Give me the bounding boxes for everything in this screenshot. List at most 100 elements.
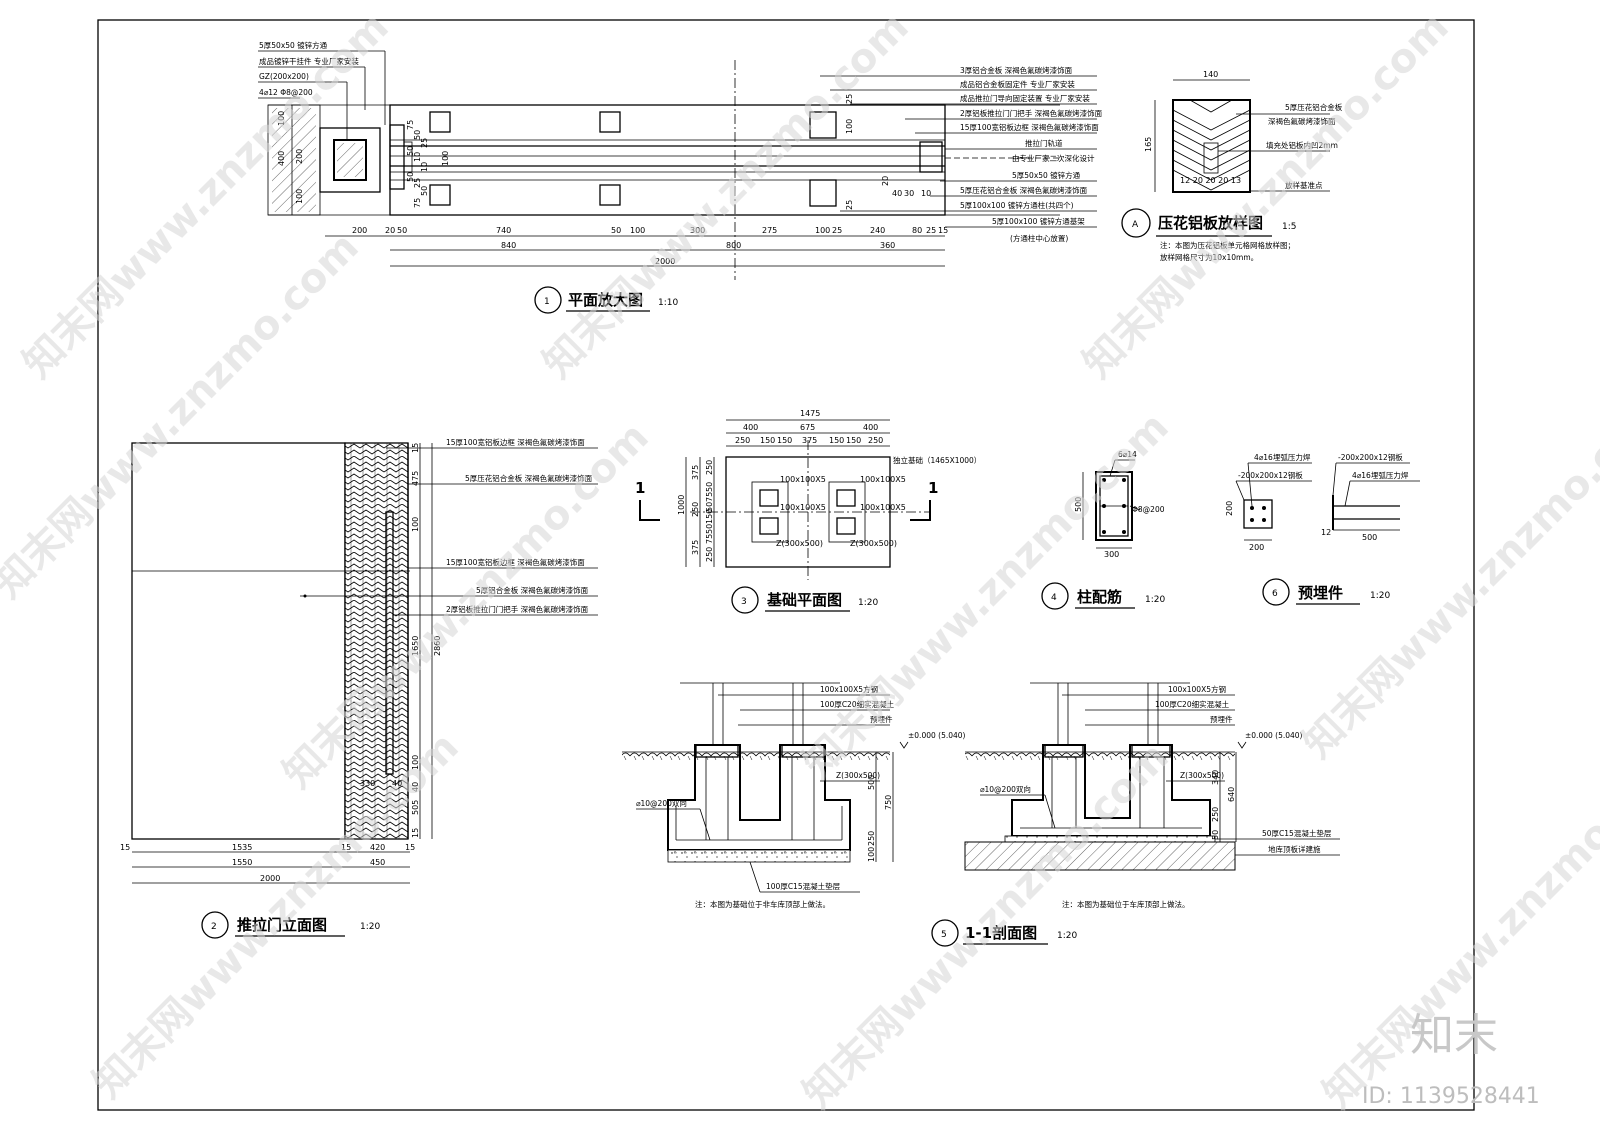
svg-text:注：本图为基础位于车库顶部上做法。: 注：本图为基础位于车库顶部上做法。 [1062, 899, 1190, 909]
section-right: 100x100X5方钢 100厚C20细实混凝土 预埋件 ±0.000 (5.0… [931, 682, 1340, 947]
svg-text:预埋件: 预埋件 [870, 714, 893, 724]
svg-text:250: 250 [867, 831, 876, 846]
svg-text:25: 25 [845, 94, 854, 104]
svg-text:1:20: 1:20 [1145, 595, 1165, 605]
svg-text:2000: 2000 [655, 257, 675, 266]
svg-text:15: 15 [938, 226, 948, 235]
svg-text:±0.000 (5.040): ±0.000 (5.040) [908, 731, 966, 740]
svg-text:知末网www.znzmo.com: 知末网www.znzmo.com [275, 414, 658, 797]
svg-text:放样网格尺寸为10x10mm。: 放样网格尺寸为10x10mm。 [1160, 252, 1258, 262]
svg-text:100: 100 [630, 226, 645, 235]
svg-text:预埋件: 预埋件 [1298, 584, 1343, 602]
plan-note: 15厚100宽铝板边框 深褐色氟碳烤漆饰面 [960, 122, 1099, 132]
svg-text:100: 100 [441, 151, 450, 166]
svg-text:100厚C15混凝土垫层: 100厚C15混凝土垫层 [766, 881, 841, 891]
svg-text:1:10: 1:10 [658, 298, 678, 308]
svg-text:475: 475 [411, 471, 420, 486]
svg-text:400: 400 [743, 423, 758, 432]
svg-text:柱配筋: 柱配筋 [1077, 588, 1122, 606]
svg-text:240: 240 [870, 226, 885, 235]
emboss-tile [1172, 99, 1251, 193]
steel-plate [1243, 499, 1273, 529]
svg-text:Z(300x500): Z(300x500) [836, 771, 880, 780]
svg-text:知末网www.znzmo.com: 知末网www.znzmo.com [0, 224, 368, 607]
svg-text:200: 200 [1225, 501, 1234, 516]
plan-note: 5厚100x100 镀锌方通柱(共四个) [960, 200, 1074, 210]
svg-text:1:20: 1:20 [858, 598, 878, 608]
footing-right [1011, 744, 1211, 837]
svg-text:深褐色氟碳烤漆饰面: 深褐色氟碳烤漆饰面 [1268, 116, 1336, 126]
svg-text:推拉门立面图: 推拉门立面图 [237, 916, 327, 934]
plan-note: 推拉门轨道 [1025, 138, 1063, 148]
svg-text:Φ8@200: Φ8@200 [1132, 505, 1165, 514]
svg-text:100x100X5: 100x100X5 [860, 475, 906, 484]
svg-text:140: 140 [1203, 70, 1218, 79]
svg-text:1:5: 1:5 [1282, 222, 1296, 232]
svg-text:50厚C15混凝土垫层: 50厚C15混凝土垫层 [1262, 828, 1332, 838]
svg-text:150: 150 [760, 436, 775, 445]
plan-note: 2厚铝板推拉门门把手 深褐色氟碳烤漆饰面 [960, 108, 1103, 118]
plan-note: 5厚100x100 镀锌方通基架 [992, 216, 1085, 226]
svg-text:知末网www.znzmo.com: 知末网www.znzmo.com [1075, 4, 1458, 387]
svg-text:3: 3 [741, 597, 747, 607]
svg-text:50: 50 [1211, 830, 1220, 840]
svg-text:5厚压花铝合金板 深褐色氟碳烤漆饰面: 5厚压花铝合金板 深褐色氟碳烤漆饰面 [465, 473, 593, 483]
svg-text:150: 150 [829, 436, 844, 445]
svg-text:165: 165 [1144, 137, 1153, 152]
svg-text:75: 75 [705, 492, 714, 502]
svg-text:500: 500 [1074, 497, 1083, 512]
svg-text:基础平面图: 基础平面图 [766, 591, 842, 609]
svg-text:A: A [1132, 220, 1139, 230]
svg-text:1:20: 1:20 [1370, 591, 1390, 601]
plan-note: GZ(200x200) [259, 72, 309, 81]
svg-text:330: 330 [360, 779, 375, 788]
svg-text:150: 150 [846, 436, 861, 445]
plan-dim: 400 [277, 151, 286, 166]
plan-note: (方通柱中心放置) [1010, 233, 1068, 243]
svg-text:独立基础（1465X1000）: 独立基础（1465X1000） [893, 455, 981, 465]
plan-dim: 100 [295, 189, 304, 204]
plan-dim-rows: 200 20 50 740 50 100 300 275 100 25 240 … [325, 226, 948, 267]
plan-note: 5厚50x50 镀锌方通 [1012, 170, 1081, 180]
svg-text:25: 25 [413, 178, 422, 188]
foundation-plan-view: 100x100X5 100x100X5 100x100X5 100x100X5 … [635, 409, 981, 614]
svg-text:800: 800 [726, 241, 741, 250]
svg-text:2860: 2860 [433, 636, 442, 656]
svg-text:25: 25 [845, 200, 854, 210]
svg-text:100厚C20细实混凝土: 100厚C20细实混凝土 [820, 699, 895, 709]
svg-text:50: 50 [406, 172, 415, 182]
svg-text:15厚100宽铝板边框 深褐色氟碳烤漆饰面: 15厚100宽铝板边框 深褐色氟碳烤漆饰面 [446, 557, 585, 567]
svg-text:375: 375 [802, 436, 817, 445]
door-handle [385, 511, 394, 775]
emboss-pattern-view: 140 165 12 20 20 20 13 5厚压花铝合金板 深褐色氟碳烤漆饰… [1121, 70, 1343, 262]
svg-text:300: 300 [1104, 550, 1119, 559]
svg-text:知末网www.znzmo.com: 知末网www.znzmo.com [1295, 384, 1600, 767]
svg-text:50: 50 [705, 524, 714, 534]
svg-text:100x100X5方钢: 100x100X5方钢 [820, 684, 878, 694]
svg-text:1:20: 1:20 [1057, 931, 1077, 941]
plan-note: 4⌀12 Φ8@200 [259, 88, 313, 97]
svg-text:100: 100 [815, 226, 830, 235]
svg-text:50: 50 [397, 226, 407, 235]
svg-text:Z(300x500): Z(300x500) [850, 539, 897, 548]
plan-right-notes: 3厚铝合金板 深褐色氟碳烤漆饰面 成品铝合金板固定件 专业厂家安装 成品推拉门导… [820, 65, 1103, 243]
svg-text:250: 250 [868, 436, 883, 445]
svg-text:250: 250 [1211, 807, 1220, 822]
svg-text:15: 15 [411, 443, 420, 453]
svg-text:2厚铝板推拉门门把手 深褐色氟碳烤漆饰面: 2厚铝板推拉门门把手 深褐色氟碳烤漆饰面 [446, 604, 589, 614]
column-section [1095, 471, 1133, 541]
plan-note: 5厚压花铝合金板 深褐色氟碳烤漆饰面 [960, 185, 1088, 195]
svg-text:100厚C20细实混凝土: 100厚C20细实混凝土 [1155, 699, 1230, 709]
svg-text:100: 100 [411, 517, 420, 532]
svg-text:75: 75 [413, 198, 422, 208]
svg-text:15: 15 [411, 828, 420, 838]
svg-text:50: 50 [420, 186, 429, 196]
svg-text:150: 150 [777, 436, 792, 445]
svg-text:300: 300 [690, 226, 705, 235]
svg-text:6: 6 [1272, 589, 1278, 599]
svg-text:420: 420 [370, 843, 385, 852]
plan-note: 3厚铝合金板 深褐色氟碳烤漆饰面 [960, 65, 1073, 75]
svg-text:10: 10 [413, 152, 422, 162]
svg-text:40: 40 [392, 779, 402, 788]
